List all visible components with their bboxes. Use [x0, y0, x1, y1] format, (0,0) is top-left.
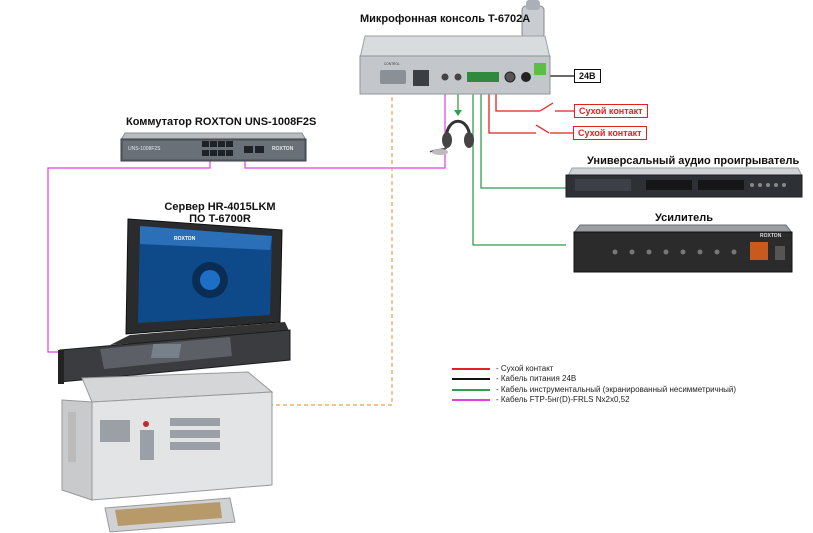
legend-swatch-ftp [452, 399, 490, 401]
dry-contact-tag-1: Сухой контакт [574, 104, 648, 118]
dry-contact-wire-2 [488, 80, 536, 134]
mic-console-label: Микрофонная консоль T-6702A [360, 13, 531, 25]
switch-device [120, 132, 307, 162]
switch-brand-text: ROXTON [272, 146, 294, 152]
svg-text:CONTROL: CONTROL [384, 62, 400, 66]
legend-swatch-dry-contact [452, 368, 490, 370]
dry-contact-switch-2 [535, 124, 550, 134]
headset-icon [429, 119, 474, 155]
server-label-line2: ПО T-6700R [189, 213, 251, 225]
server-screen-brand: ROXTON [174, 236, 196, 242]
server-chassis-device [61, 371, 274, 533]
legend-text-dry-contact: - Сухой контакт [496, 364, 554, 373]
audio-player-label: Универсальный аудио проигрыватель [587, 155, 800, 167]
audio-cable-console-player [480, 85, 566, 189]
audio-player-device [565, 167, 803, 198]
amplifier-label: Усилитель [655, 212, 714, 224]
legend-text-audio: - Кабель инструментальный (экранированны… [496, 385, 737, 394]
amplifier-brand-text: ROXTON [760, 233, 782, 239]
switch-model-text: UNS-1008F2S [128, 146, 161, 152]
dry-contact-tag-2: Сухой контакт [573, 126, 647, 140]
audio-cable-console-amplifier [472, 85, 566, 246]
ftp-cable-switch-server [47, 150, 211, 353]
mic-console-device: CONTROL [359, 0, 551, 95]
power-24v-tag: 24В [574, 69, 601, 83]
legend-text-power: - Кабель питания 24В [496, 374, 577, 383]
switch-label: Коммутатор ROXTON UNS-1008F2S [126, 116, 317, 128]
legend-text-ftp: - Кабель FTP-5нг(D)-FRLS Nx2x0,52 [496, 395, 630, 404]
arrowhead-icon [454, 110, 462, 116]
kvm-console-device [58, 218, 291, 384]
dry-contact-switch-1 [539, 102, 554, 112]
server-label-line1: Сервер HR-4015LKM [164, 201, 276, 213]
legend-swatch-power [452, 378, 490, 380]
amplifier-device [573, 224, 793, 273]
dashed-cable-console-server [272, 90, 393, 406]
legend-swatch-audio [452, 389, 490, 391]
